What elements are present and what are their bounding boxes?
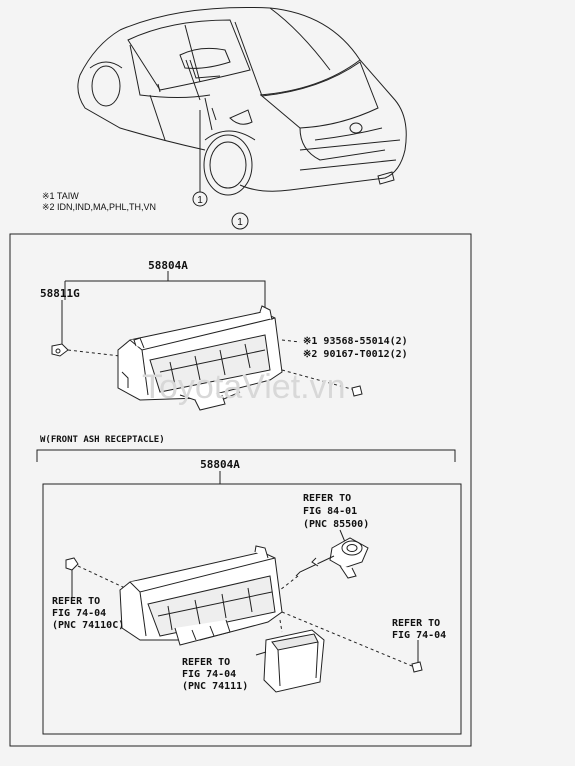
upper-part-58804a: 58804A — [148, 259, 188, 272]
ref-left-line3: (PNC 74110C) — [52, 620, 124, 631]
ref-left-line2: FIG 74-04 — [52, 608, 106, 619]
callout-number-main: 1 — [237, 217, 243, 228]
watermark-text: ToyotaViet.vn — [142, 368, 346, 406]
variant-title: W(FRONT ASH RECEPTACLE) — [40, 435, 165, 445]
variant-bracket — [36, 449, 456, 462]
callout-circle-main — [231, 212, 249, 230]
note-1: ※1 TAIW — [42, 191, 79, 201]
callout-number-car: 1 — [197, 195, 203, 206]
ref-tray-line2: FIG 74-04 — [182, 669, 236, 680]
screw-spec-1: ※1 93568-55014(2) — [303, 336, 408, 347]
callout-circle-car — [192, 191, 208, 207]
ref-right-line1: REFER TO — [392, 618, 440, 629]
upper-bracket — [64, 280, 266, 310]
ash-tray — [263, 629, 325, 693]
clip-left — [65, 557, 79, 571]
ref-tray-line1: REFER TO — [182, 657, 230, 668]
ref-right-line2: FIG 74-04 — [392, 630, 446, 641]
outer-frame — [9, 233, 472, 747]
ref-left-line1: REFER TO — [52, 596, 100, 607]
console-panel-upper — [117, 305, 283, 411]
screw-right-icon — [411, 661, 423, 673]
leader-line-inner — [185, 59, 201, 101]
ref-socket-line3: (PNC 85500) — [303, 519, 369, 530]
ref-socket-line2: FIG 84-01 — [303, 506, 357, 517]
console-panel-variant — [119, 545, 283, 646]
upper-part-58811g: 58811G — [40, 287, 80, 300]
lighter-socket — [295, 537, 369, 579]
clip-58811g — [51, 343, 69, 357]
ref-socket-line1: REFER TO — [303, 493, 351, 504]
note-2: ※2 IDN,IND,MA,PHL,TH,VN — [42, 202, 156, 212]
screw-spec-2: ※2 90167-T0012(2) — [303, 349, 408, 360]
screw-icon — [351, 385, 363, 397]
variant-frame — [42, 483, 462, 735]
car-illustration — [77, 6, 407, 196]
ref-tray-line3: (PNC 74111) — [182, 681, 248, 692]
variant-part-58804a: 58804A — [200, 458, 240, 471]
